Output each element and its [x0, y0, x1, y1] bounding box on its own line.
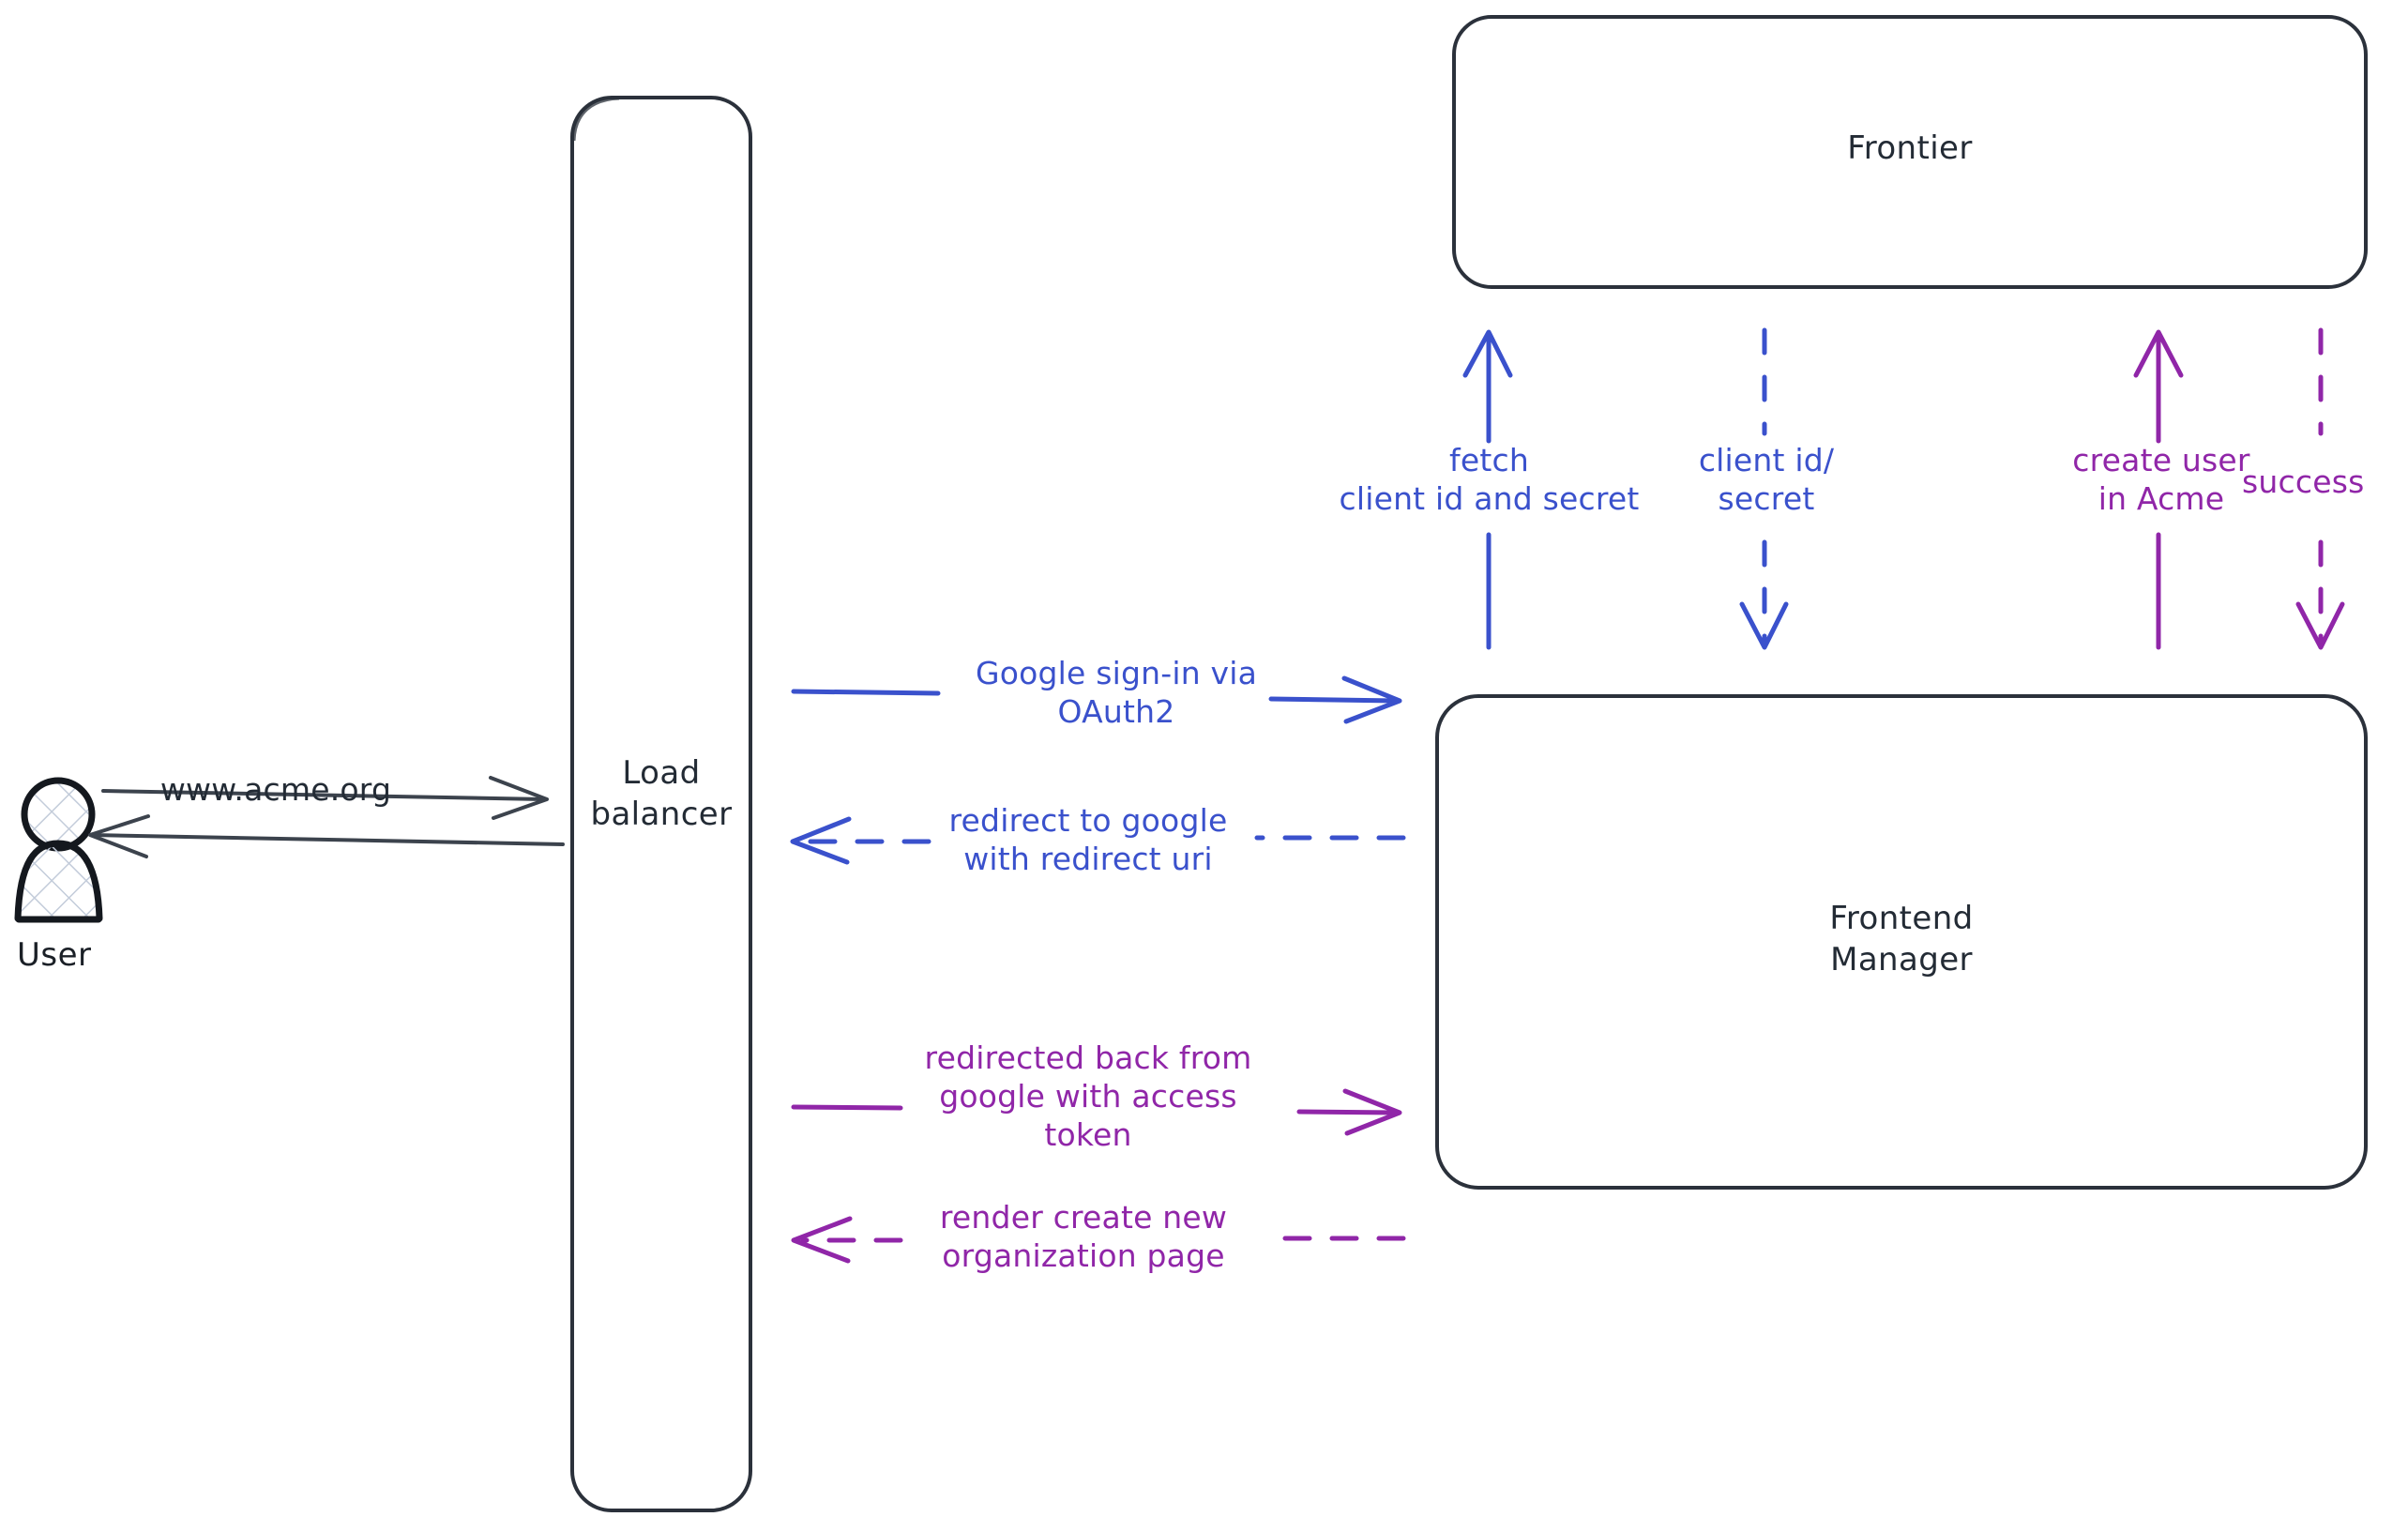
edge-fetch-client-id-secret: [1462, 329, 1513, 650]
edge-redirect-to-google: [790, 816, 1406, 865]
edge-render-create-org: [791, 1216, 1406, 1264]
user-actor-caption: User: [17, 936, 92, 974]
edge-redirected-back-token: [791, 1088, 1402, 1136]
edge-create-user-in-acme: [2133, 329, 2184, 650]
edge-success: [2295, 327, 2345, 650]
edge-google-signin: [791, 675, 1402, 724]
edge-lb-to-user: [88, 814, 565, 858]
frontier-box[interactable]: [1452, 15, 2368, 289]
edge-client-id-secret-response: [1739, 327, 1789, 650]
edge-user-to-lb: [101, 776, 549, 820]
frontend-manager-box[interactable]: [1435, 694, 2368, 1190]
user-actor-icon: [14, 777, 103, 923]
load-balancer-box[interactable]: [570, 96, 752, 1512]
